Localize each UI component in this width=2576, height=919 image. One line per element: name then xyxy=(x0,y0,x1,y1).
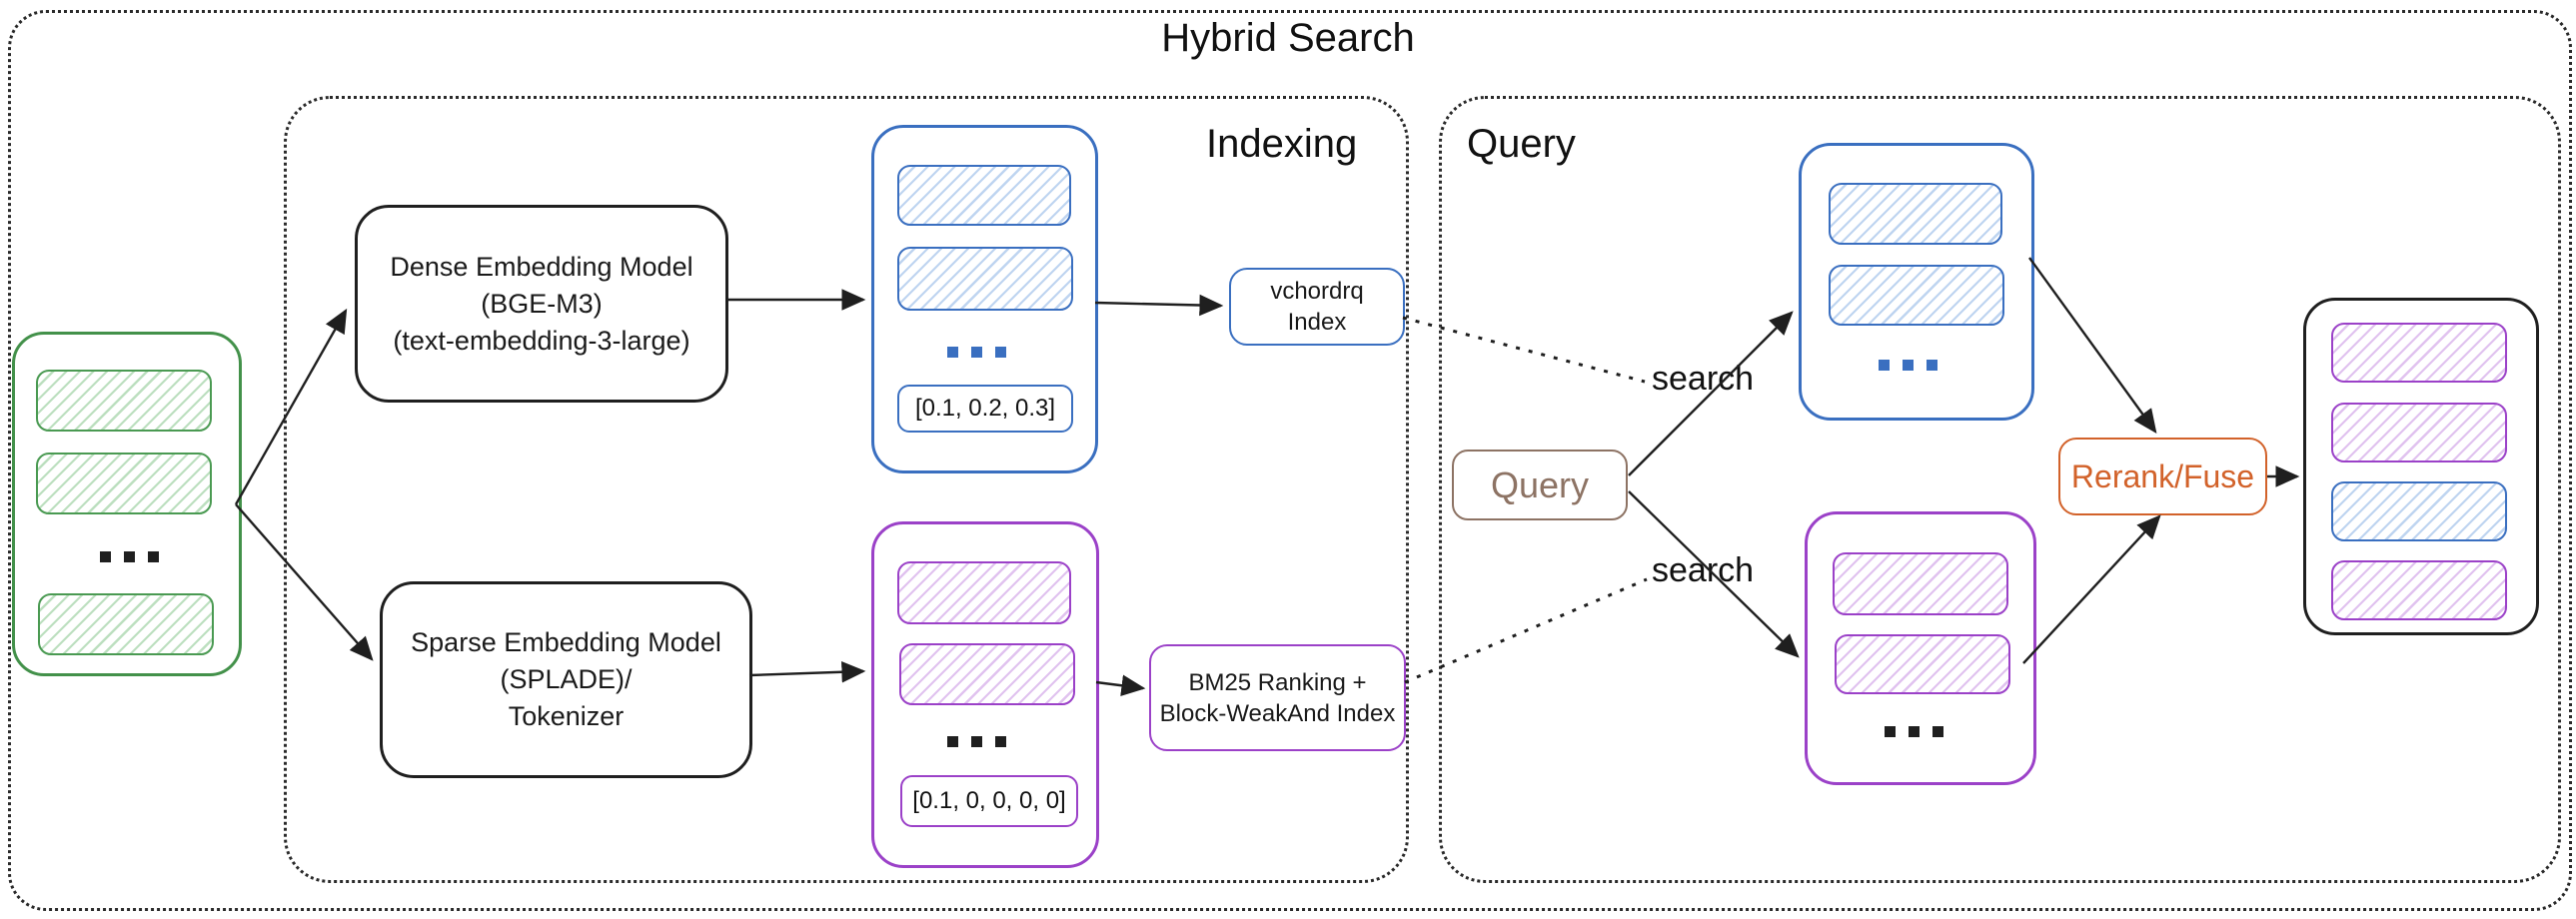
ellipsis-dots xyxy=(1879,360,1937,371)
result-chip xyxy=(1829,183,2002,245)
node-text-line: vchordrq xyxy=(1270,278,1364,305)
query-section-label: Query xyxy=(1467,122,1576,166)
sparse-sample-vector: [0.1, 0, 0, 0, 0] xyxy=(900,775,1078,827)
document-chip xyxy=(38,593,214,655)
query-frame xyxy=(1439,96,2561,883)
node-text-line: Tokenizer xyxy=(508,701,625,731)
embedding-chip xyxy=(897,165,1071,226)
embedding-chip xyxy=(899,643,1075,705)
document-chip xyxy=(36,370,212,432)
result-chip xyxy=(2331,560,2507,620)
result-chip xyxy=(2331,481,2507,541)
result-chip xyxy=(1829,265,2004,326)
dense-sample-vector: [0.1, 0.2, 0.3] xyxy=(897,385,1073,433)
node-text-line: Index xyxy=(1287,309,1347,336)
node-text-line: (BGE-M3) xyxy=(481,288,603,319)
diagram-title: Hybrid Search xyxy=(1161,16,1415,60)
bm25-index-node: BM25 Ranking + Block-WeakAnd Index xyxy=(1149,644,1406,751)
result-chip xyxy=(2331,323,2507,383)
result-chip xyxy=(1835,634,2010,694)
rerank-fuse-node: Rerank/Fuse xyxy=(2058,438,2267,515)
node-text-line: Sparse Embedding Model xyxy=(411,627,721,657)
node-text-line: (text-embedding-3-large) xyxy=(393,325,690,356)
sparse-embedding-model-node: Sparse Embedding Model (SPLADE)/ Tokeniz… xyxy=(380,581,752,778)
document-chip xyxy=(36,453,212,514)
search-label-bottom: search xyxy=(1652,551,1755,589)
node-text-line: (SPLADE)/ xyxy=(500,664,633,694)
vchordrq-index-node: vchordrq Index xyxy=(1229,268,1405,346)
result-chip xyxy=(2331,403,2507,462)
node-text-line: Dense Embedding Model xyxy=(390,251,693,282)
embedding-chip xyxy=(897,561,1071,624)
query-node: Query xyxy=(1452,450,1628,520)
ellipsis-dots xyxy=(100,551,159,562)
node-text-line: Block-WeakAnd Index xyxy=(1159,699,1396,727)
dense-embedding-model-node: Dense Embedding Model (BGE-M3) (text-emb… xyxy=(355,205,728,403)
ellipsis-dots xyxy=(1885,726,1943,737)
ellipsis-dots xyxy=(947,347,1006,358)
hybrid-search-frame xyxy=(8,10,2572,911)
search-label-top: search xyxy=(1652,360,1755,398)
ellipsis-dots xyxy=(947,736,1006,747)
embedding-chip xyxy=(897,247,1073,311)
result-chip xyxy=(1833,552,2008,615)
node-text-line: BM25 Ranking + xyxy=(1188,668,1367,696)
indexing-section-label: Indexing xyxy=(1206,122,1358,166)
